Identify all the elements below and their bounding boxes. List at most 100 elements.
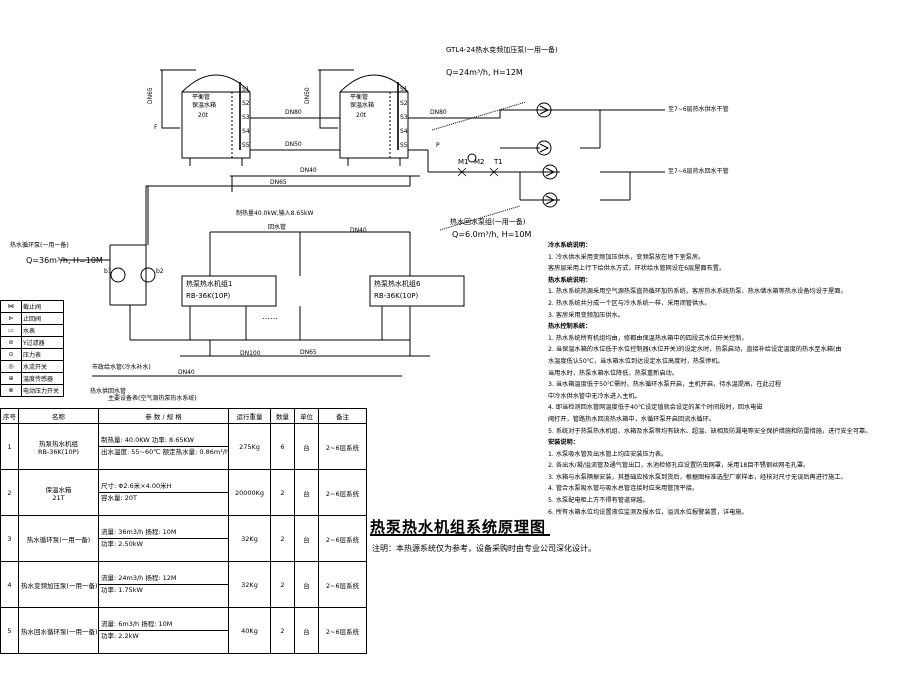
table-title: 主要设备表(空气源热泵热水系统) <box>108 395 197 402</box>
dn-label-dn40b: DN40 <box>350 227 367 234</box>
level-s1: S1 <box>242 86 250 93</box>
cell-name: 热水循环泵(一用一备) <box>18 515 99 562</box>
col-header: 运行重量 <box>228 408 271 424</box>
return-pump-1 <box>542 164 558 180</box>
cell-spec: 功率: 2.2kW <box>101 632 139 640</box>
legend-symbol: ⊕ <box>0 372 22 385</box>
legend-row: ⊙压力表 <box>0 348 64 361</box>
level-s3b: S3 <box>400 114 408 121</box>
cell-qty: 2 <box>270 469 295 516</box>
cell-spec: 流量: 6m3/h 扬程: 10M <box>99 619 228 631</box>
cell-name: 保温水箱 21T <box>18 469 99 516</box>
notes-line: 6. 所有水箱水位均设置液位监测及报水位，溢流水位报警装置，详电施。 <box>548 508 748 516</box>
dn-label-dn40: DN40 <box>300 167 317 174</box>
cell-spec: 功率: 2.50kW <box>101 540 143 548</box>
pump-bottom-spec: Q=6.0m³/h, H=10M <box>452 230 532 239</box>
notes-ctrl-title: 热水控制系统： <box>548 323 592 331</box>
notes-line: 4. 管合水泵吸水管与吸水总管连接时应采用管顶平接。 <box>548 485 699 493</box>
cell-unit: 台 <box>294 515 319 562</box>
notes-cold-title: 冷水系统说明： <box>548 242 592 249</box>
tank2-top2: 保温水箱 <box>350 102 375 109</box>
pump-label-b1: b1 <box>104 268 112 275</box>
cell-name: 热水变频加压泵(一用一备) <box>18 561 99 608</box>
dn-label-dn100: DN100 <box>240 350 261 357</box>
hp6-name: 热泵热水机组6 <box>374 280 421 288</box>
pump-top-name: GTL4-24热水变频加压泵(一用一备) <box>446 46 558 54</box>
notes-line: 3. 当水箱温度低于50℃需时，热水循环水泵开启，主机开启，待水温提高，在此过程 <box>548 381 782 389</box>
cell-unit: 台 <box>294 423 319 470</box>
legend-name: 水表 <box>21 324 64 337</box>
col-header: 名称 <box>18 408 99 424</box>
dn-label-dn40c: DN40 <box>178 369 195 376</box>
booster-pump-1 <box>536 102 552 118</box>
level-s5: S5 <box>242 142 250 149</box>
pump-left-spec: Q=36m³/h, H=10M <box>26 256 103 265</box>
valve-m1: M1 <box>458 158 469 166</box>
level-s2: S2 <box>242 100 250 107</box>
pump-bottom-name: 热水回水泵组(一用一备) <box>450 218 526 226</box>
legend-row: ⊘Y过滤器 <box>0 336 64 349</box>
tank1-label: 20t <box>198 112 208 119</box>
cell-spec: 尺寸: Φ2.6米×4.00米H <box>99 481 228 493</box>
notes-line: 2. 各出水/凝/溢流管及通气管出口，水池检修孔应设置防虫网罩，采用18目不锈钢… <box>548 462 810 470</box>
dn-label-tank1: DN65 <box>147 87 154 104</box>
dn-label-dn80b: DN80 <box>430 109 447 116</box>
flow-label-hot2: 至7~6层热水回水干管 <box>668 168 729 175</box>
cell-no: 5 <box>0 607 19 654</box>
cell-qty: 2 <box>270 607 295 654</box>
legend-name: Y过滤器 <box>21 336 64 349</box>
circulation-pump-b1 <box>110 267 126 283</box>
notes-line: 客房层采用上行下给供水方式，环状给水管网设在6层屋面布置。 <box>548 265 726 273</box>
legend-name: 压力表 <box>21 348 64 361</box>
notes-section: 冷水系统说明： 1. 冷水供水采用变频加压供水，变频泵放在地下室泵房。 客房层采… <box>548 240 871 518</box>
level-s2b: S2 <box>400 100 408 107</box>
dn-label-dn50: DN50 <box>285 141 302 148</box>
cell-no: 3 <box>0 515 19 562</box>
return-pump-2 <box>542 192 558 208</box>
hp1-model: RB-36K(10P) <box>186 292 231 300</box>
cell-qty: 2 <box>270 561 295 608</box>
heat-pump-unit-1 <box>181 275 277 307</box>
cell-spec: 流量: 24m3/h 扬程: 12M <box>99 573 228 585</box>
tank1-top2: 保温水箱 <box>192 102 217 109</box>
cell-unit: 台 <box>294 607 319 654</box>
tank1-top1: 平衡管 <box>192 94 211 101</box>
notes-line: 阀打开，管路热水回流热水箱中，水循环泵开启回流水循环。 <box>548 415 716 423</box>
hp-dots: …… <box>262 312 278 321</box>
cell-unit: 台 <box>294 561 319 608</box>
legend-name: 止回阀 <box>21 312 64 325</box>
cell-remark: 2~6层系统 <box>318 515 367 562</box>
col-header: 备注 <box>318 408 367 424</box>
pump-label-b2: b2 <box>156 268 164 275</box>
valve-m2: M2 <box>474 158 485 166</box>
diagram-title: 热泵热水机组系统原理图 <box>370 518 547 536</box>
cell-qty: 6 <box>270 423 295 470</box>
notes-line: 1. 冷水供水采用变频加压供水，变频泵放在地下室泵房。 <box>548 253 705 261</box>
legend-symbol: ⊳ <box>0 312 22 325</box>
heat-pump-unit-6 <box>369 275 465 307</box>
dn-label-dn65b: DN65 <box>300 349 317 356</box>
level-s1b: S1 <box>400 86 408 93</box>
notes-line: 1. 热水系统热源采用空气源热泵直热循环加热系统，客房热水系统热泵、热水储水箱等… <box>548 288 847 296</box>
equipment-table: 序号 名称 参 数 / 规 格 运行重量 数量 单位 备注 1 热泵热水机组 R… <box>0 408 367 654</box>
cell-remark: 2~6层系统 <box>318 423 367 470</box>
tank-meter-label: F <box>154 124 158 131</box>
legend-table: ⋈截止阀 ⊳止回阀 ▭水表 ⊘Y过滤器 ⊙压力表 ◎水流开关 ⊕温度传感器 ⊗电… <box>0 300 64 397</box>
col-header: 数量 <box>270 408 295 424</box>
valve-p: P <box>436 142 440 149</box>
legend-symbol: ⊙ <box>0 348 22 361</box>
notes-line: 当用水时，热泵水箱水位降低，热泵重新启动。 <box>548 369 678 377</box>
legend-symbol: ⋈ <box>0 300 22 313</box>
cell-no: 1 <box>0 423 19 470</box>
tank2-top1: 平衡管 <box>350 94 369 101</box>
cell-no: 4 <box>0 561 19 608</box>
notes-line: 水温度低认50℃，当水箱水位到达设定水位高度时，热泵停机。 <box>548 357 724 365</box>
dn-label-dn80: DN80 <box>285 109 302 116</box>
cell-spec: 制热量: 40.0KW 功率: 8.65KW <box>99 435 228 447</box>
cell-remark: 2~6层系统 <box>318 607 367 654</box>
legend-name: 截止阀 <box>21 300 64 313</box>
